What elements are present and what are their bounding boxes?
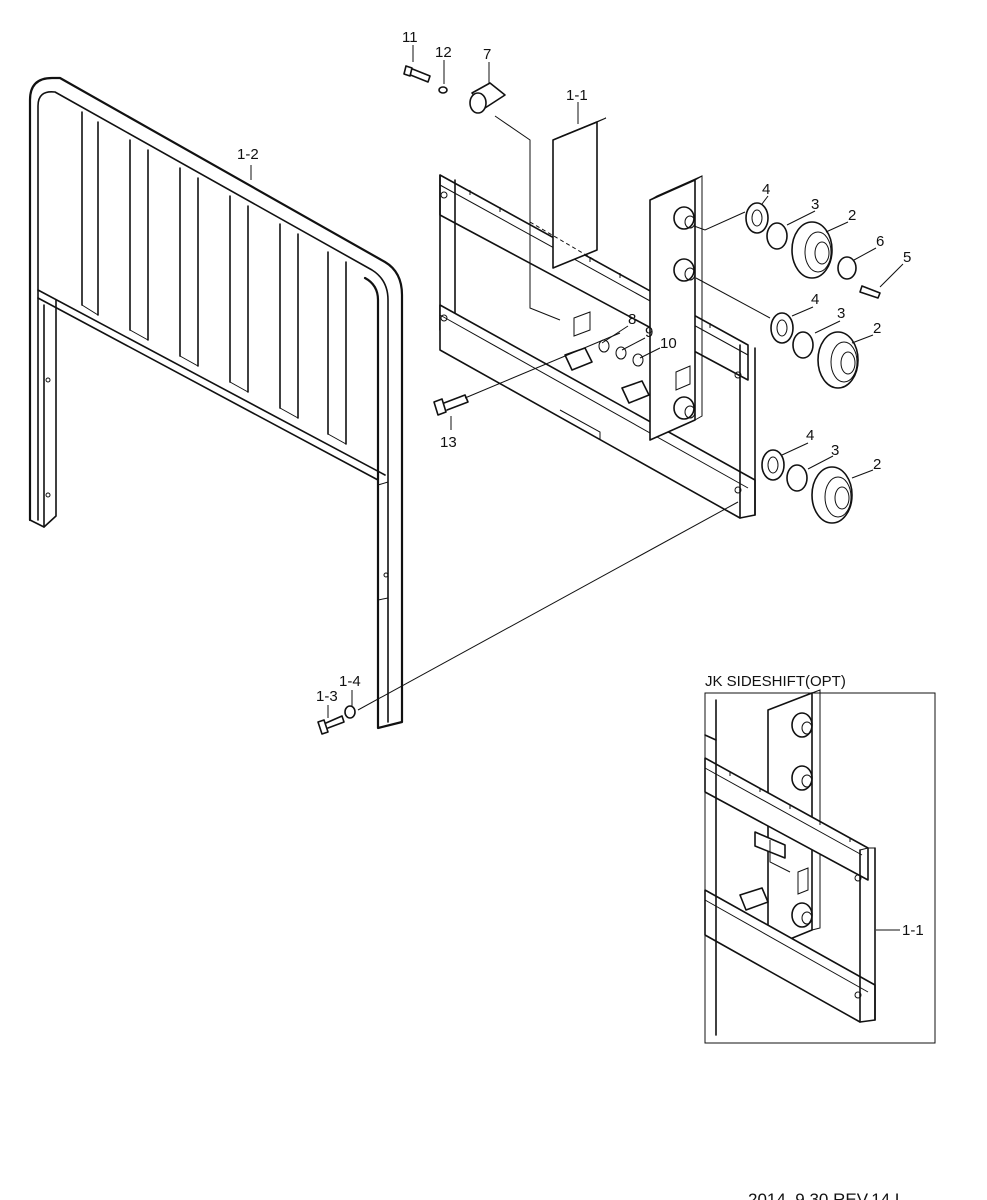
lower-bolts bbox=[317, 332, 739, 735]
label-13: 13 bbox=[440, 434, 457, 451]
label-1-1: 1-1 bbox=[566, 87, 588, 104]
label-8: 8 bbox=[628, 311, 636, 328]
label-4-top: 4 bbox=[762, 181, 770, 198]
label-1-2: 1-2 bbox=[237, 146, 259, 163]
label-3-top: 3 bbox=[811, 196, 819, 213]
label-4-mid: 4 bbox=[811, 291, 819, 308]
label-7: 7 bbox=[483, 46, 491, 63]
label-2-mid: 2 bbox=[873, 320, 881, 337]
label-3-mid: 3 bbox=[837, 305, 845, 322]
label-2-top: 2 bbox=[848, 207, 856, 224]
label-4-bot: 4 bbox=[806, 427, 814, 444]
leader-lines bbox=[250, 45, 904, 718]
revision-footer: 2014. 9.30 REV.14 L bbox=[748, 1190, 904, 1200]
inset-title: JK SIDESHIFT(OPT) bbox=[705, 673, 846, 690]
label-1-3: 1-3 bbox=[316, 688, 338, 705]
label-12: 12 bbox=[435, 44, 452, 61]
inset-label-1-1: 1-1 bbox=[902, 922, 924, 939]
part-labels: 11 12 7 1-1 1-2 4 3 2 6 5 4 3 2 8 9 10 1… bbox=[237, 29, 911, 705]
label-2-bot: 2 bbox=[873, 456, 881, 473]
rollers-and-spacers bbox=[598, 202, 881, 524]
fork-carriage bbox=[439, 117, 756, 519]
label-9: 9 bbox=[645, 324, 653, 341]
label-10: 10 bbox=[660, 335, 677, 352]
label-6: 6 bbox=[876, 233, 884, 250]
inset-sideshift: JK SIDESHIFT(OPT) 1-1 bbox=[704, 673, 936, 1044]
label-1-4: 1-4 bbox=[339, 673, 361, 690]
label-11: 11 bbox=[402, 29, 418, 46]
label-3-bot: 3 bbox=[831, 442, 839, 459]
bolt-washer-knob-group bbox=[403, 65, 599, 321]
load-backrest bbox=[28, 76, 404, 730]
label-5: 5 bbox=[903, 249, 911, 266]
